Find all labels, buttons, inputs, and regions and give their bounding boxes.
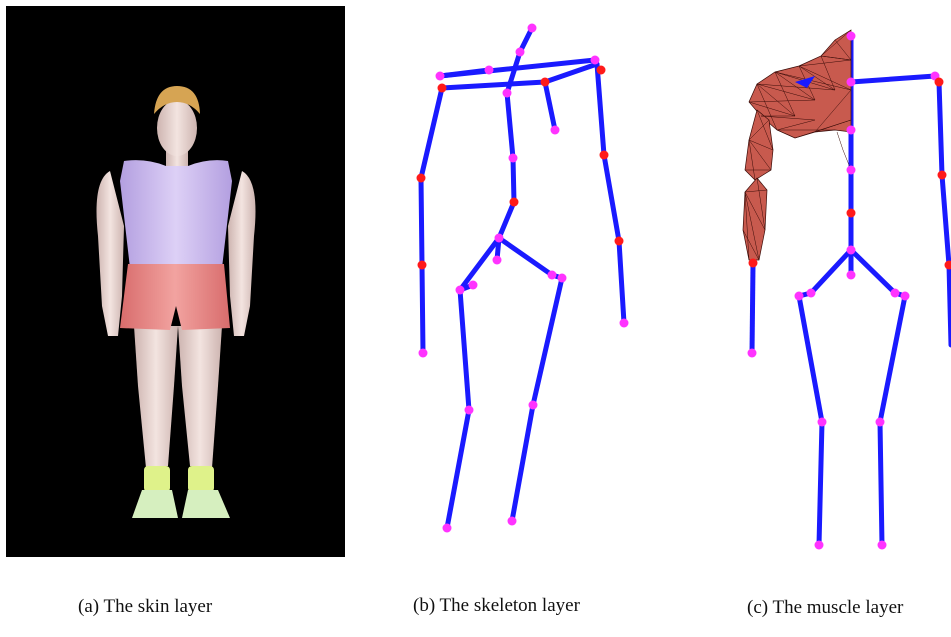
left-sock xyxy=(144,466,170,492)
muscle-layer-figure xyxy=(735,20,951,560)
skeleton-layer-figure xyxy=(405,20,640,535)
caption-muscle-layer: (c) The muscle layer xyxy=(747,597,903,619)
caption-skin-layer: (a) The skin layer xyxy=(78,596,212,618)
shorts xyxy=(120,264,230,330)
caption-skeleton-layer: (b) The skeleton layer xyxy=(413,595,580,617)
right-shoe xyxy=(182,490,230,518)
face xyxy=(157,100,197,156)
left-shoe xyxy=(132,490,178,518)
skin-layer-human-model xyxy=(6,6,345,557)
left-arm xyxy=(97,171,125,336)
right-sock xyxy=(188,466,214,492)
shirt xyxy=(120,160,232,268)
skeleton-bones xyxy=(421,28,624,528)
right-arm xyxy=(228,171,256,336)
skin-layer-figure xyxy=(6,6,345,557)
skeleton-stick-figure xyxy=(405,20,640,535)
right-leg xyxy=(178,326,222,468)
muscle-stick-figure xyxy=(735,20,951,560)
muscle-mesh xyxy=(743,30,851,260)
left-leg xyxy=(134,326,178,468)
